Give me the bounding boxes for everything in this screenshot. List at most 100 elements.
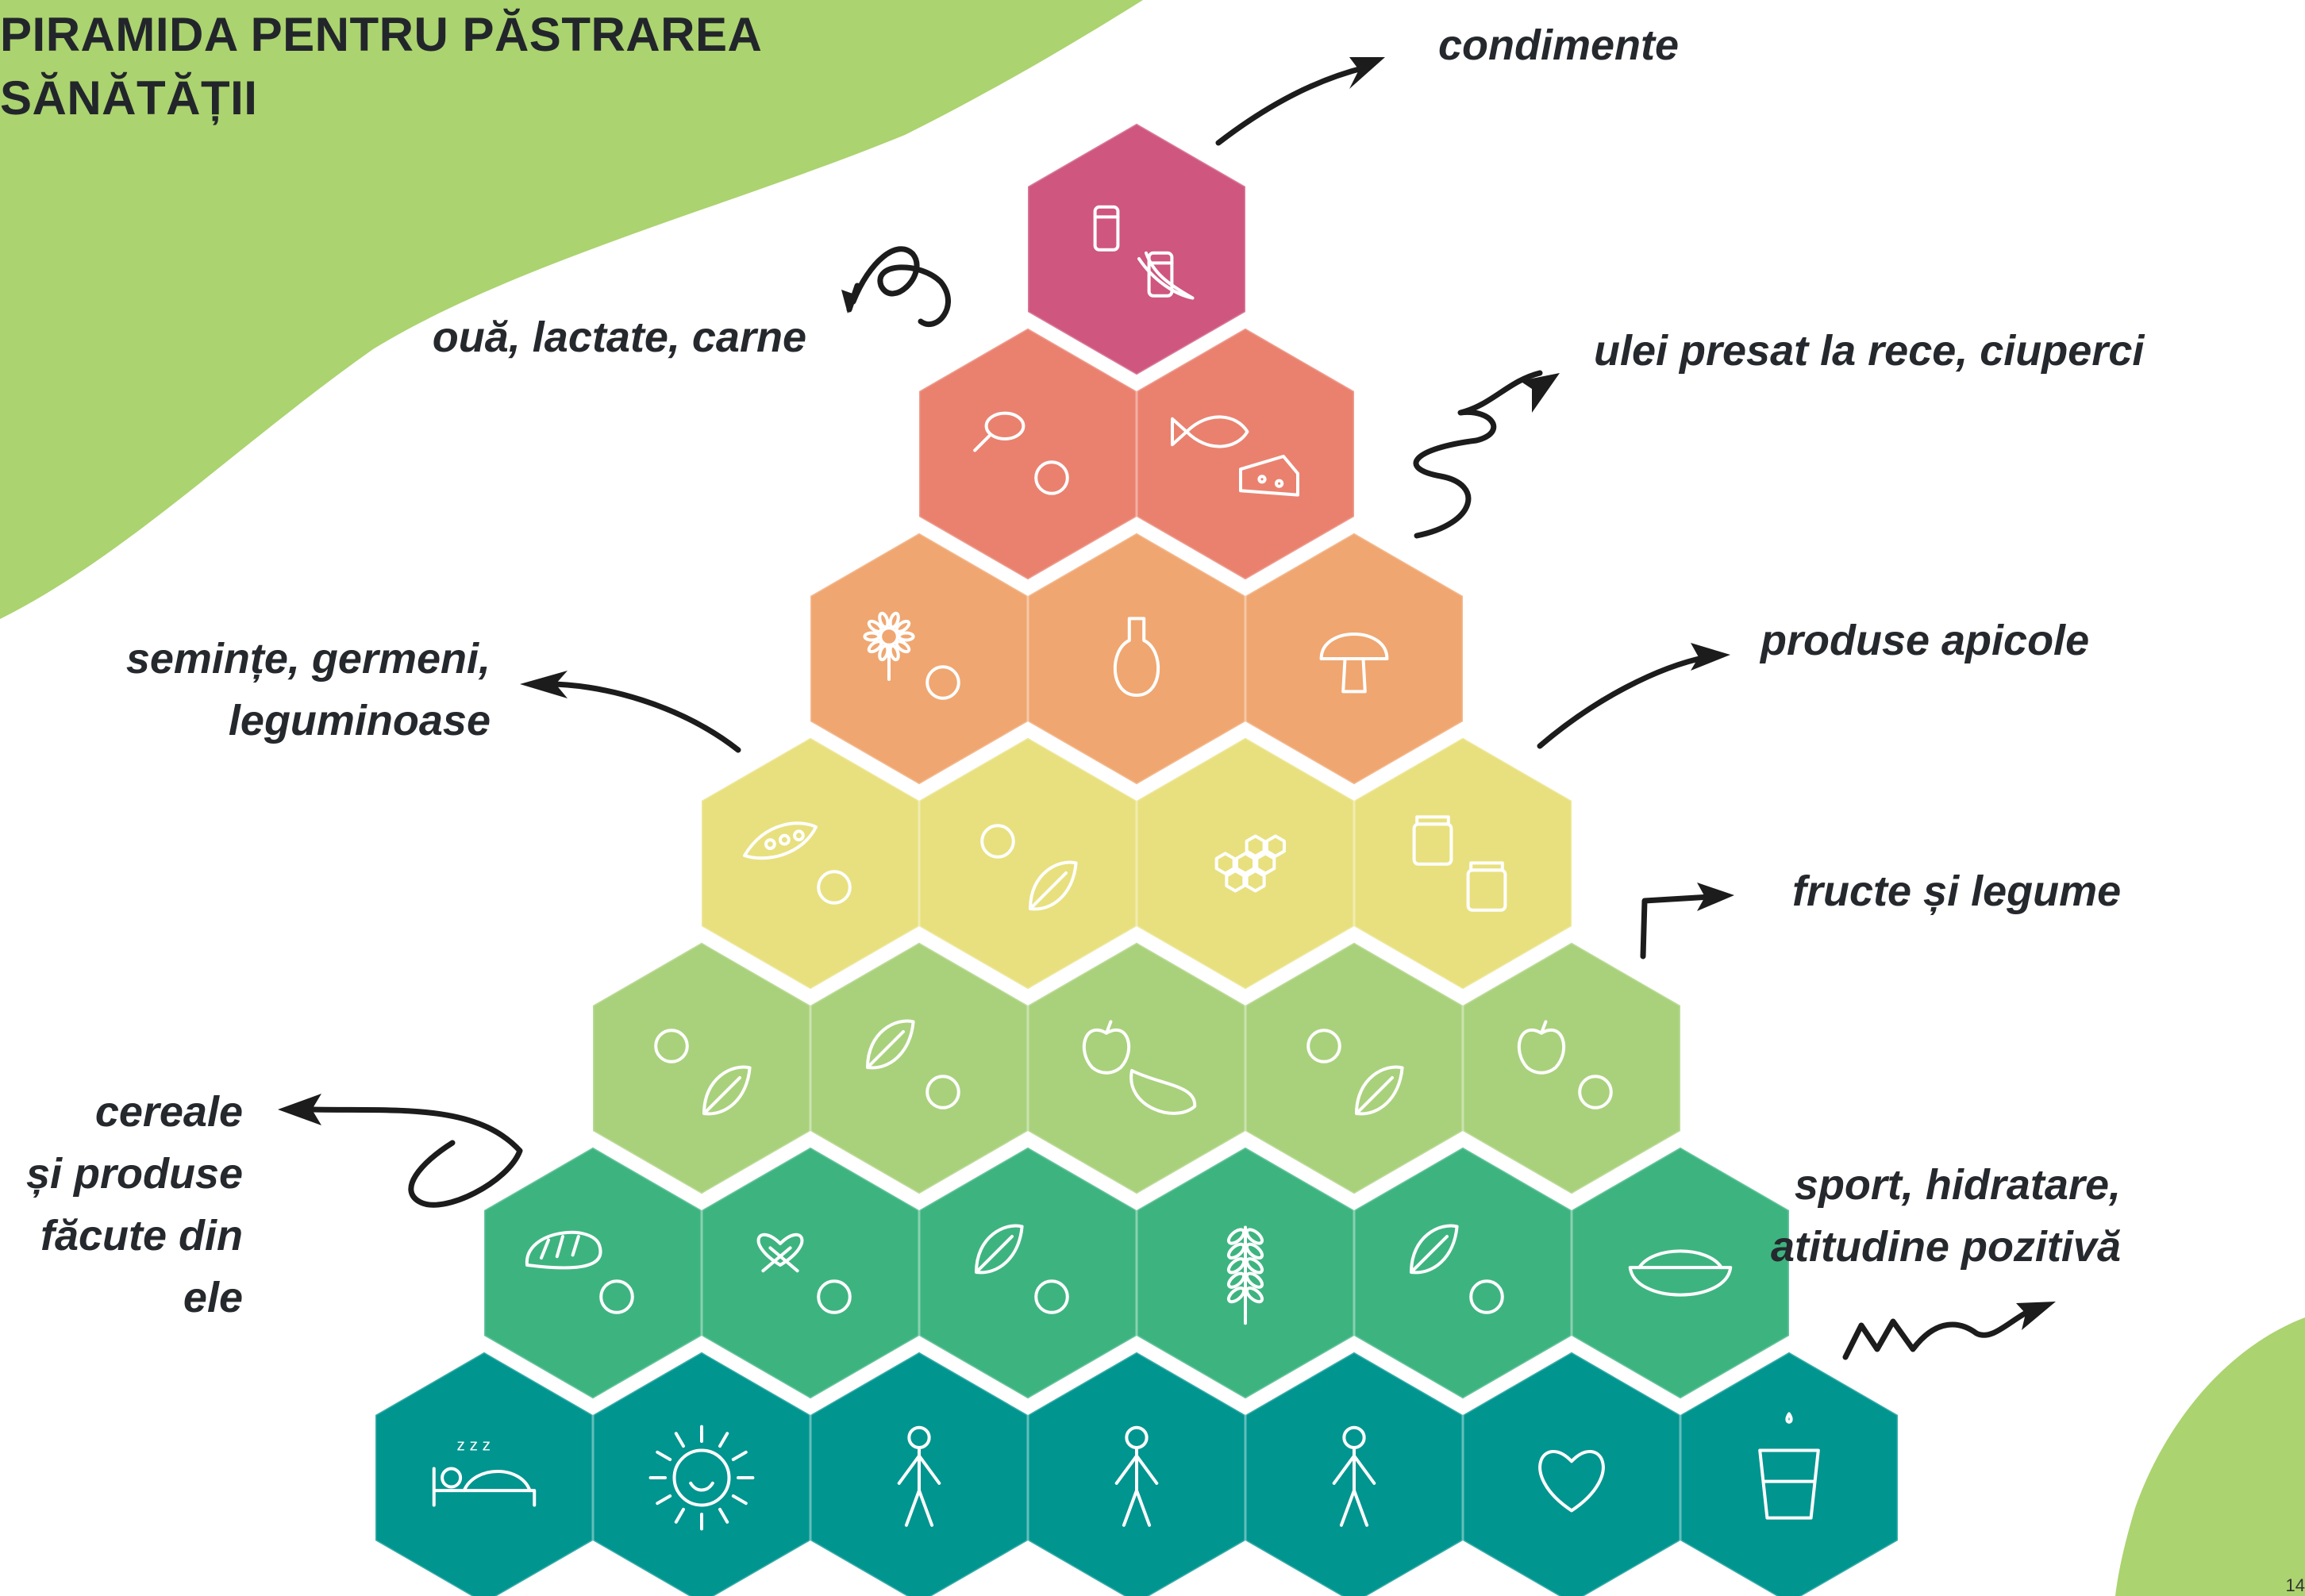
- hexagon-tier-5-1: [593, 942, 810, 1194]
- label-cereale-line-4: ele: [183, 1274, 243, 1321]
- tomato-icon: [1306, 1029, 1341, 1063]
- label-seminte-line-1: semințe, germeni,: [125, 635, 491, 683]
- reading-person-icon: [1538, 1450, 1605, 1513]
- hexagon-seam: [1353, 1146, 1573, 1400]
- cheese-icon: [1239, 455, 1299, 497]
- seeds-icon: [925, 665, 960, 700]
- corn-icon: [1628, 1249, 1733, 1297]
- svg-text:z z z: z z z: [457, 1436, 491, 1455]
- hexagon-tier-4-3: [1137, 737, 1354, 990]
- hexagon-tier-5-5: [1463, 942, 1680, 1194]
- broccoli-icon: [654, 1029, 689, 1063]
- hexagon-seam: [700, 736, 921, 990]
- hexagon-seam: [809, 532, 1029, 786]
- arrow-apicole: [1537, 654, 1710, 749]
- hexagon-tier-6-3: [919, 1147, 1137, 1399]
- page-number: 14: [2285, 1575, 2305, 1595]
- sunflower-icon: [1319, 633, 1389, 694]
- label-cereale-line-1: cereale: [94, 1088, 243, 1136]
- hexagon-tier-5-4: [1245, 942, 1463, 1194]
- carrot-icon: [1129, 1069, 1197, 1115]
- label-condimente: condimente: [1438, 14, 1679, 76]
- hexagon-seam: [1244, 941, 1464, 1195]
- label-ulei-ciuperci: ulei presat la rece, ciuperci: [1594, 320, 2144, 382]
- arrow-fructe: [1640, 894, 1714, 960]
- arrowhead-cereale: [278, 1094, 321, 1125]
- pepper-shaker-icon: [1147, 251, 1174, 298]
- water-glass-icon: [1114, 1425, 1159, 1527]
- chicken-leg-icon: [973, 411, 1026, 452]
- pretzel-icon: [756, 1233, 804, 1273]
- hexagon-tier-1-1: [1028, 123, 1245, 375]
- egg-icon: [1171, 415, 1249, 448]
- pyramid-icons: z z z: [432, 205, 1820, 1531]
- sprout-icon: [1029, 860, 1078, 911]
- macaroni-icon: [1410, 1224, 1459, 1275]
- arrowhead-oua: [841, 290, 857, 313]
- hexagon-seam: [1026, 1351, 1247, 1596]
- croissant-icon: [817, 1279, 852, 1314]
- arrowhead-sport: [2016, 1302, 2056, 1330]
- hexagon-tier-3-2: [1028, 533, 1245, 785]
- royal-jelly-jar-icon: [1412, 815, 1453, 866]
- eggplant-icon: [1355, 1065, 1404, 1116]
- hexagon-seam: [1026, 532, 1247, 786]
- label-fructe-legume: fructe și legume: [1792, 860, 2121, 922]
- squiggle-ulei: [1413, 370, 1543, 539]
- hexagon-seam: [700, 1146, 921, 1400]
- hexagon-seam: [1244, 1351, 1464, 1596]
- label-produse-apicole: produse apicole: [1760, 610, 2089, 671]
- label-fructe-line-1: fructe și legume: [1792, 867, 2122, 915]
- label-ulei-line-1: ulei presat la rece, ciuperci: [1594, 327, 2145, 375]
- arrowhead-ulei: [1520, 373, 1560, 413]
- arrowhead-apicole: [1691, 643, 1730, 671]
- rice-bowl-icon: [1469, 1279, 1504, 1314]
- hexagon-seam: [918, 1146, 1138, 1400]
- hexagon-seam: [1570, 1146, 1791, 1400]
- squiggle-oua: [846, 246, 951, 328]
- pumpkin-icon: [1517, 1020, 1566, 1075]
- arrow-condimente: [1215, 64, 1368, 146]
- bean-icon: [743, 821, 818, 860]
- walking-person-icon: [648, 1425, 755, 1531]
- hexagon-seam: [1135, 327, 1356, 581]
- hexagon-tier-6-2: [702, 1147, 919, 1399]
- hexagon-tier-2-1: [919, 328, 1137, 580]
- arrowhead-condimente: [1349, 57, 1385, 89]
- hexagon-seam: [1679, 1351, 1899, 1596]
- hexagon-seam: [374, 1351, 595, 1596]
- sleep-icon: z z z: [432, 1436, 537, 1507]
- hexagon-seam: [809, 941, 1029, 1195]
- label-seminte-line-2: leguminoase: [228, 697, 491, 744]
- hexagon-tier-4-2: [919, 737, 1137, 990]
- heart-icon: [1758, 1412, 1820, 1520]
- hexagon-tier-5-3: [1028, 942, 1245, 1194]
- walnut-icon: [980, 824, 1015, 859]
- green-blob-bottom-right: [2115, 1317, 2305, 1596]
- chili-pepper-icon: [1137, 251, 1195, 300]
- hexagon-seam: [918, 736, 1138, 990]
- squiggle-sport: [1842, 1306, 2035, 1360]
- hexagon-tier-4-1: [702, 737, 919, 990]
- arrow-seminte: [537, 681, 741, 753]
- hexagon-seam: [1244, 532, 1464, 786]
- arrowhead-seminte: [520, 671, 568, 698]
- label-sport-hidratare-atitudine: sport, hidratare, atitudine pozitivă: [1771, 1154, 2121, 1278]
- toast-icon: [975, 1224, 1024, 1275]
- hexagon-seam: [1461, 1351, 1682, 1596]
- lettuce-icon: [1082, 1020, 1131, 1075]
- hexagon-seam: [1135, 736, 1356, 990]
- fish-icon: [1034, 460, 1069, 495]
- potato-icon: [866, 1019, 915, 1070]
- hexagon-tier-6-1: [484, 1147, 702, 1399]
- sun-smile-icon: [1332, 1425, 1376, 1527]
- hexagon-seam: [1026, 941, 1247, 1195]
- hexagon-tier-4-4: [1354, 737, 1572, 990]
- label-oua-lactate-carne: ouă, lactate, carne: [433, 306, 806, 368]
- label-apicole-line-1: produse apicole: [1760, 617, 2090, 664]
- title-line-1: PIRAMIDA PENTRU PĂSTRAREA: [0, 8, 763, 61]
- label-cereale: cereale și produse făcute din ele: [26, 1081, 243, 1329]
- hexagon-seam: [1026, 122, 1247, 376]
